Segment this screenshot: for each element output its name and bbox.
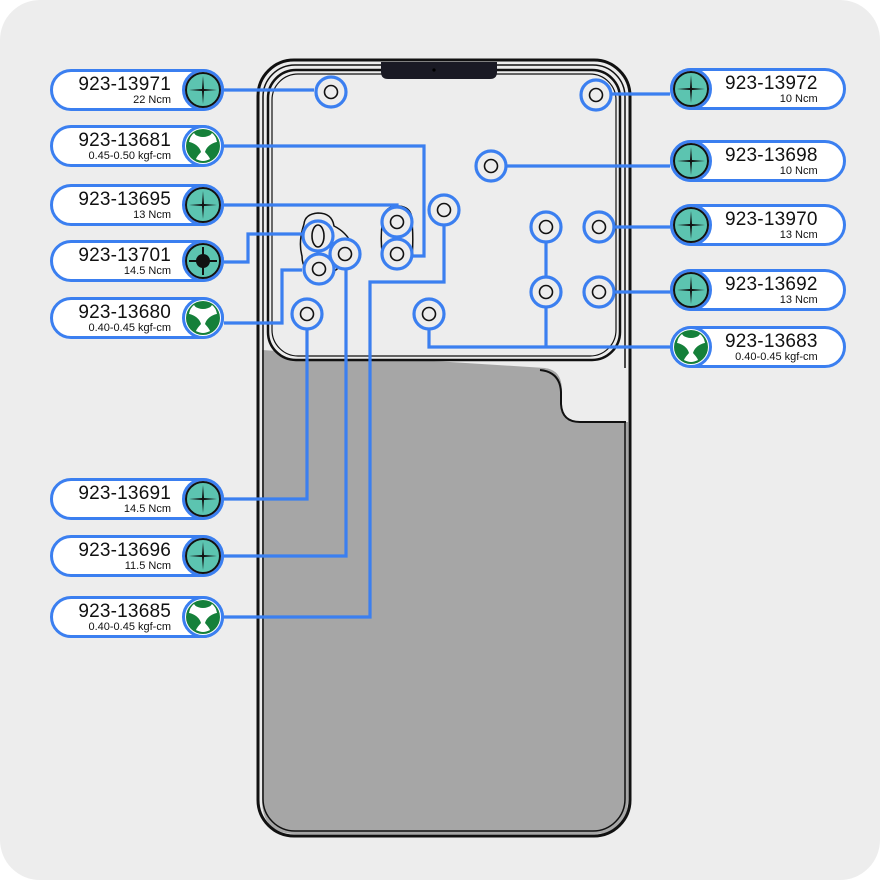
screw-hole[interactable] xyxy=(427,193,461,227)
phillips-screw-icon xyxy=(182,535,224,577)
part-number: 923-13698 xyxy=(725,145,818,166)
screw-hole[interactable] xyxy=(380,237,414,271)
part-number: 923-13971 xyxy=(78,74,171,95)
torque-spec: 0.40-0.45 kgf-cm xyxy=(88,621,171,633)
part-number: 923-13683 xyxy=(725,331,818,352)
standoff-screw-icon xyxy=(182,240,224,282)
part-number: 923-13680 xyxy=(78,302,171,323)
screw-hole[interactable] xyxy=(314,75,348,109)
leader-line xyxy=(224,226,446,619)
part-number: 923-13972 xyxy=(725,73,818,94)
torque-spec: 13 Ncm xyxy=(779,229,818,241)
phone-cutout xyxy=(545,368,626,422)
screw-hole[interactable] xyxy=(474,149,508,183)
phone-cutout-outline xyxy=(539,369,626,423)
leader-line xyxy=(224,144,426,258)
torque-spec: 22 Ncm xyxy=(133,94,171,106)
screw-hole[interactable] xyxy=(380,205,414,239)
tri-wing-screw-icon xyxy=(670,326,712,368)
part-number: 923-13701 xyxy=(78,245,171,266)
part-number: 923-13691 xyxy=(78,483,171,504)
part-number: 923-13692 xyxy=(725,274,818,295)
phillips-screw-icon xyxy=(182,478,224,520)
screw-hole[interactable] xyxy=(412,297,446,331)
part-number: 923-13696 xyxy=(78,540,171,561)
phillips-screw-icon xyxy=(670,68,712,110)
leader-line xyxy=(427,330,670,349)
screw-hole[interactable] xyxy=(301,219,335,253)
torque-spec: 0.40-0.45 kgf-cm xyxy=(88,322,171,334)
camera-notch xyxy=(381,62,497,79)
torque-spec: 14.5 Ncm xyxy=(123,503,171,515)
screw-hole[interactable] xyxy=(328,237,362,271)
screw-hole[interactable] xyxy=(579,78,613,112)
screw-hole[interactable] xyxy=(529,275,563,309)
torque-spec: 0.40-0.45 kgf-cm xyxy=(735,351,818,363)
torque-spec: 10 Ncm xyxy=(779,165,818,177)
leader-line xyxy=(224,268,302,325)
phillips-screw-icon xyxy=(670,204,712,246)
screw-hole[interactable] xyxy=(582,210,616,244)
tri-wing-screw-icon xyxy=(182,596,224,638)
torque-spec: 14.5 Ncm xyxy=(123,265,171,277)
torque-spec: 11.5 Ncm xyxy=(124,560,171,572)
phone-outer-frame xyxy=(256,58,632,838)
torque-spec: 0.45-0.50 kgf-cm xyxy=(88,150,171,162)
front-camera-dot xyxy=(432,68,436,72)
leader-line xyxy=(224,330,309,501)
leader-line xyxy=(224,232,302,264)
tri-wing-screw-icon xyxy=(182,297,224,339)
leader-line xyxy=(224,270,348,558)
part-number: 923-13681 xyxy=(78,130,171,151)
torque-spec: 13 Ncm xyxy=(133,209,171,221)
phillips-screw-icon xyxy=(182,69,224,111)
part-number: 923-13685 xyxy=(78,601,171,622)
screw-hole[interactable] xyxy=(582,275,616,309)
screw-hole[interactable] xyxy=(302,252,336,286)
torque-spec: 10 Ncm xyxy=(779,93,818,105)
phillips-screw-icon xyxy=(182,184,224,226)
torque-spec: 13 Ncm xyxy=(779,294,818,306)
phillips-screw-icon xyxy=(670,269,712,311)
phone-body-lower xyxy=(262,350,628,834)
tri-wing-screw-icon xyxy=(182,125,224,167)
part-number: 923-13695 xyxy=(78,189,171,210)
screw-hole[interactable] xyxy=(290,297,324,331)
screw-hole[interactable] xyxy=(529,210,563,244)
part-number: 923-13970 xyxy=(725,209,818,230)
phillips-screw-icon xyxy=(670,140,712,182)
